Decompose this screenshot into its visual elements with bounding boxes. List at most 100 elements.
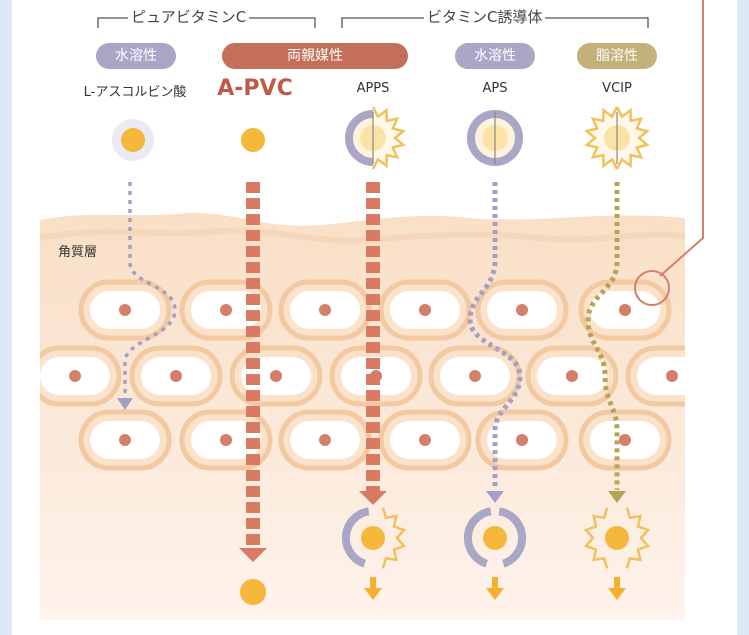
molecule-apps-ring-left [345,110,374,166]
arrow-apps-dash [366,422,380,433]
type-pill-lipid: 脂溶性 [577,43,657,69]
cell-interior [637,357,685,395]
arrow-apvc-dash [246,310,260,321]
release-arrow-head [364,588,382,600]
cell [129,345,223,407]
arrow-apps-dash [366,198,380,209]
arrow-apvc-dash [246,358,260,369]
cell-nucleus [469,370,481,382]
group-title-pure: ピュアビタミンC [128,6,250,27]
release-arrow [486,577,504,600]
release-arrow-head [486,588,504,600]
arrow-ascorbic-head [117,398,133,410]
arrow-vcip-head [608,491,626,503]
cell-nucleus [566,370,578,382]
arrow-apvc-dash [246,534,260,545]
cell [278,409,372,471]
release-vcip-star-left [583,507,609,569]
arrow-apps-dash [366,294,380,305]
type-pill-water-2: 水溶性 [455,43,535,69]
release-vcip-core [605,526,629,550]
arrow-apvc-dash [246,374,260,385]
release-vcip-star-right [625,507,651,569]
cell [278,279,372,341]
arrow-apvc [239,182,267,562]
cell-nucleus [419,434,431,446]
arrow-apps-dash [366,230,380,241]
arrow-apps-dash [366,390,380,401]
arrow-apvc-dash [246,182,260,193]
arrow-apps-dash [366,358,380,369]
cell [475,279,569,341]
cell-nucleus [516,304,528,316]
cell-nucleus [270,370,282,382]
release-arrow-head [608,588,626,600]
release-arrow-shaft [370,577,376,589]
cell [525,345,619,407]
cell-nucleus [220,304,232,316]
cell [378,279,472,341]
arrow-apps-head [359,491,387,505]
arrow-apvc-dash [246,246,260,257]
cell-nucleus [419,304,431,316]
release-apvc-core [240,579,266,605]
cell-nucleus [619,304,631,316]
arrow-apps-dash [366,342,380,353]
arrow-apvc-dash [246,262,260,273]
molecule-apps-star-right [371,106,406,170]
cell [428,345,522,407]
cell [378,409,472,471]
arrow-ascorbic-path [123,182,177,398]
arrow-apvc-dash [246,422,260,433]
arrow-apvc-dash [246,390,260,401]
arrow-apvc-dash [246,438,260,449]
name-vcip: VCIP [602,81,632,96]
molecule-vcip-star-left [584,106,619,170]
release-arrow-shaft [492,577,498,589]
magnifier-circle [634,270,670,306]
arrow-apps-dash [366,310,380,321]
arrow-apvc-dash [246,326,260,337]
name-ascorbic-acid: L-アスコルビン酸 [83,85,187,100]
cell [578,409,672,471]
cell-nucleus [119,304,131,316]
arrow-apps-dash [366,454,380,465]
arrow-apvc-dash [246,406,260,417]
arrow-apvc-dash [246,454,260,465]
arrow-apps-dash [366,262,380,273]
name-apvc: A-PVC [217,76,293,101]
arrow-apvc-dash [246,230,260,241]
arrow-apps-dash [366,182,380,193]
cell-nucleus [666,370,678,382]
skin-layer-label: 角質層 [58,245,98,260]
arrow-apps-dash [366,406,380,417]
arrow-apvc-dash [246,198,260,209]
cell [78,409,172,471]
cell [625,345,685,407]
arrow-aps-path [467,182,523,490]
release-apps-core [361,526,385,550]
cell [475,409,569,471]
arrow-apps-dash [366,470,380,481]
type-pill-water-1: 水溶性 [96,43,176,69]
arrow-apvc-dash [246,502,260,513]
arrow-apvc-dash [246,470,260,481]
arrow-apps-dash [366,246,380,257]
molecule-ascorbic-core [121,128,145,152]
release-arrow [608,577,626,600]
release-arrow [364,577,382,600]
arrow-apvc-dash [246,294,260,305]
release-aps-ring-left [463,507,492,568]
release-arrow-shaft [614,577,620,589]
release-aps-ring-right [498,507,527,568]
cell [78,279,172,341]
arrow-apps [359,182,387,505]
cell [40,345,122,407]
release-aps-core [483,526,507,550]
name-aps: APS [482,81,508,96]
arrow-apps-dash [366,214,380,225]
magnifier-line [659,0,704,277]
group-title-derivative: ビタミンC誘導体 [424,6,546,27]
arrow-apps-dash [366,278,380,289]
